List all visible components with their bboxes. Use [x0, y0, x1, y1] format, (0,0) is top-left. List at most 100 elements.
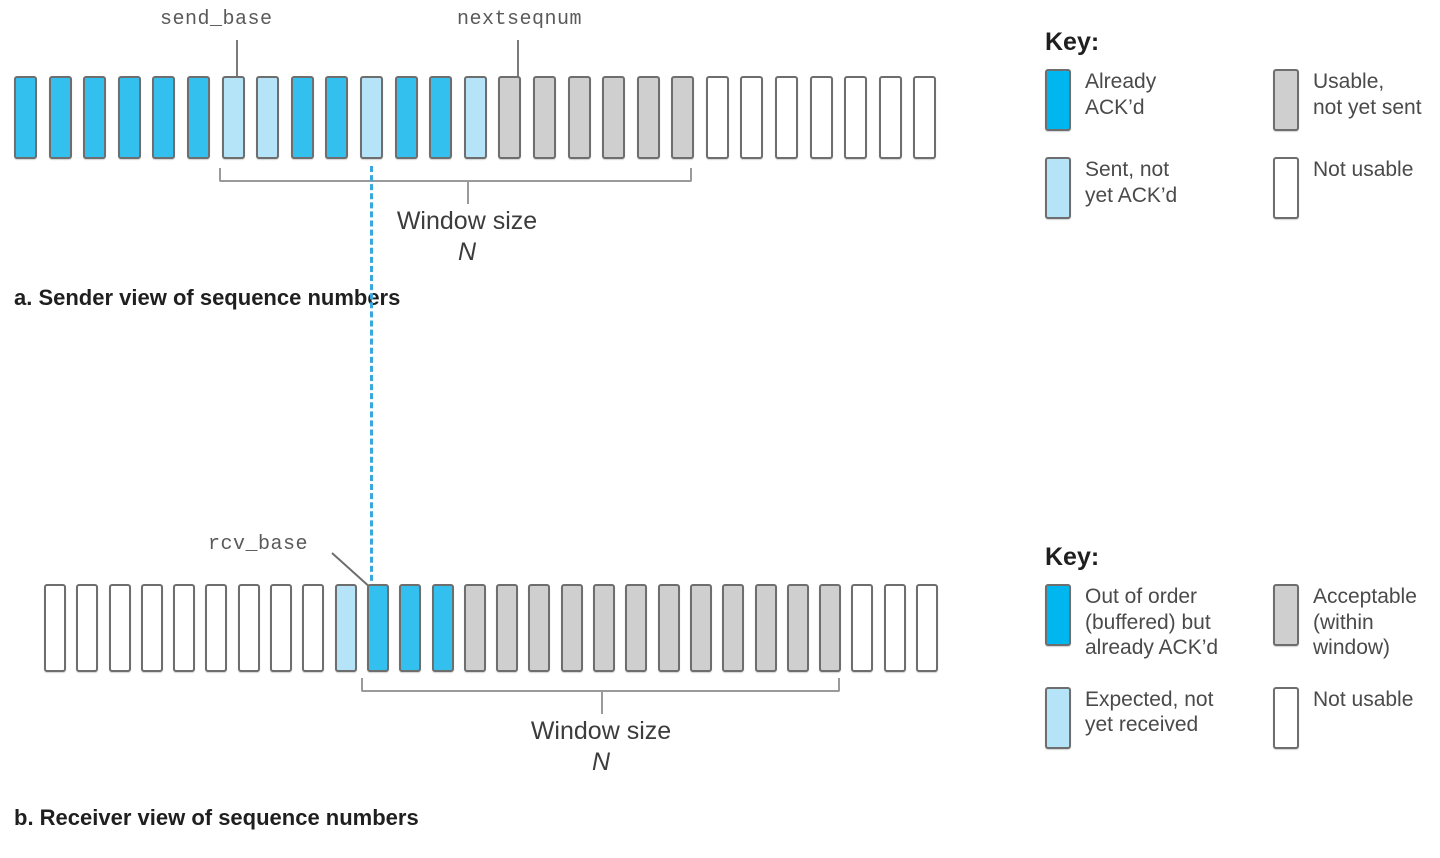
sender-window-size-text: Window size [396, 207, 538, 235]
sender-window-bracket-stem [467, 182, 469, 204]
cell-usable-not-sent [625, 584, 648, 672]
cell-already-acked [186, 76, 210, 159]
key-item-label: Not usable [1313, 687, 1414, 711]
send-base-label: send_base [160, 8, 273, 31]
cell-usable-not-sent [463, 584, 486, 672]
cell-sent-not-acked [359, 76, 383, 159]
cell-usable-not-sent [560, 584, 583, 672]
key-item: Not usable [1273, 157, 1422, 219]
cell-usable-not-sent [689, 584, 712, 672]
cell-not-usable [883, 584, 906, 672]
cell-usable-not-sent [567, 76, 591, 159]
cell-not-usable [916, 584, 939, 672]
cell-usable-not-sent [532, 76, 556, 159]
key-swatch-acked [1045, 69, 1071, 131]
cell-usable-not-sent [657, 584, 680, 672]
cell-usable-not-sent [786, 584, 809, 672]
key-swatch-usable [1273, 584, 1299, 646]
cell-already-acked [431, 584, 454, 672]
cell-already-acked [14, 76, 37, 159]
sender-sequence-row [14, 76, 937, 159]
cell-usable-not-sent [496, 584, 519, 672]
sender-window-n: N [457, 238, 477, 267]
cell-already-acked [399, 584, 422, 672]
cell-not-usable [140, 584, 163, 672]
cell-sent-not-acked [221, 76, 245, 159]
cell-already-acked [117, 76, 141, 159]
cell-not-usable [878, 76, 902, 159]
base-alignment-dash-line [370, 166, 373, 590]
rcv-base-leader-line [331, 552, 373, 590]
cell-usable-not-sent [671, 76, 695, 159]
receiver-window-label: Window size N [501, 716, 701, 779]
key-sender-title: Key: [1045, 28, 1100, 56]
nextseqnum-tick [517, 40, 519, 78]
cell-not-usable [851, 584, 874, 672]
sender-window-bracket [219, 168, 692, 182]
cell-not-usable [44, 584, 66, 672]
cell-not-usable [809, 76, 833, 159]
cell-sent-not-acked [256, 76, 280, 159]
cell-not-usable [108, 584, 131, 672]
cell-usable-not-sent [636, 76, 660, 159]
cell-already-acked [48, 76, 72, 159]
cell-not-usable [740, 76, 764, 159]
cell-already-acked [152, 76, 176, 159]
key-receiver-title: Key: [1045, 543, 1100, 571]
cell-not-usable [913, 76, 937, 159]
sender-window-label: Window size N [367, 206, 567, 269]
cell-not-usable [173, 584, 196, 672]
cell-not-usable [76, 584, 99, 672]
cell-already-acked [366, 584, 389, 672]
cell-not-usable [270, 584, 293, 672]
cell-usable-not-sent [819, 584, 842, 672]
receiver-window-n: N [591, 748, 611, 777]
cell-usable-not-sent [593, 584, 616, 672]
receiver-window-bracket-stem [601, 692, 603, 714]
cell-usable-not-sent [602, 76, 626, 159]
cell-already-acked [394, 76, 418, 159]
receiver-sequence-row [44, 584, 939, 672]
key-item: Usable,not yet sent [1273, 69, 1422, 131]
cell-not-usable [205, 584, 228, 672]
key-item-label: Not usable [1313, 158, 1414, 181]
rcv-base-label: rcv_base [208, 533, 309, 556]
key-swatch-sent [1045, 686, 1071, 749]
cell-already-acked [429, 76, 453, 159]
cell-usable-not-sent [754, 584, 777, 672]
cell-sent-not-acked [334, 584, 357, 672]
cell-not-usable [237, 584, 260, 672]
cell-not-usable [775, 76, 799, 159]
cell-sent-not-acked [463, 76, 487, 159]
cell-usable-not-sent [722, 584, 745, 672]
key-swatch-usable [1273, 69, 1299, 131]
receiver-window-bracket [361, 678, 840, 692]
cell-not-usable [844, 76, 868, 159]
cell-already-acked [290, 76, 314, 159]
receiver-caption: b. Receiver view of sequence numbers [14, 805, 419, 830]
key-item-label: Usable,not yet sent [1313, 70, 1422, 119]
cell-not-usable [302, 584, 325, 672]
cell-already-acked [83, 76, 107, 159]
nextseqnum-label: nextseqnum [457, 8, 583, 31]
key-swatch-acked [1045, 584, 1071, 646]
receiver-window-size-text: Window size [530, 717, 672, 745]
